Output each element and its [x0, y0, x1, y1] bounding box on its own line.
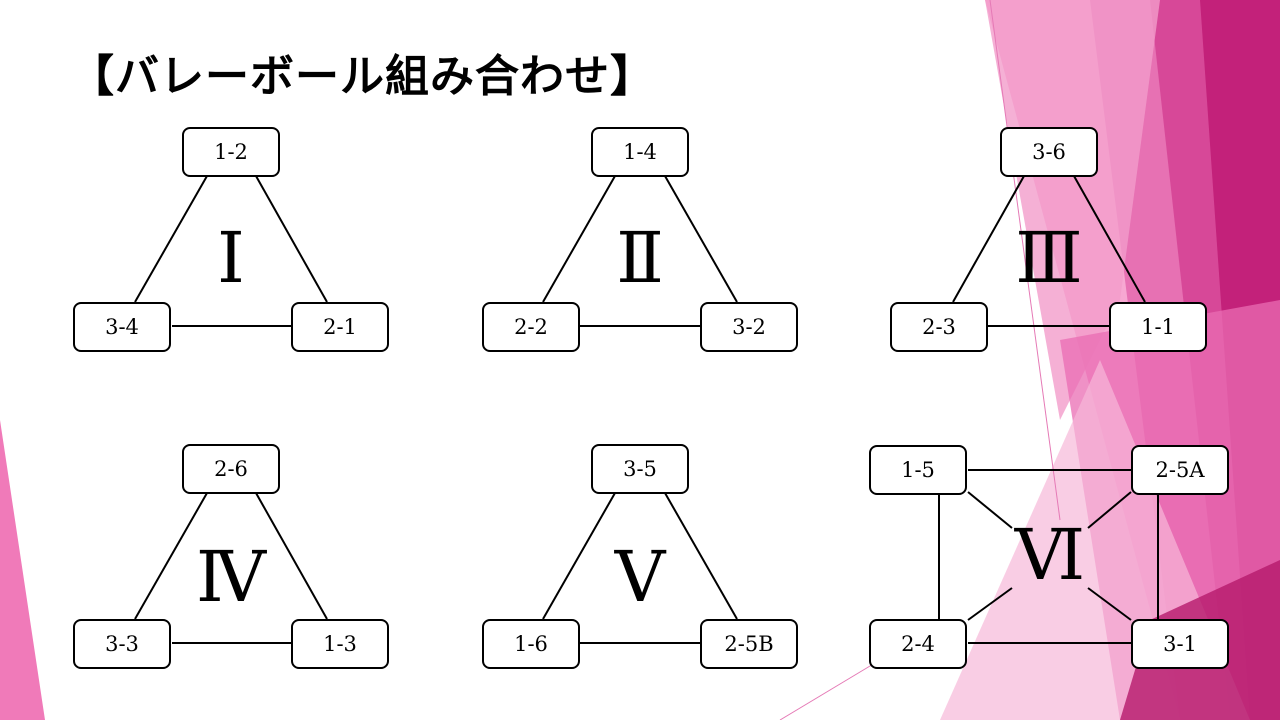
- team-node-left: 2-3: [890, 302, 988, 352]
- team-node-left: 1-6: [482, 619, 580, 669]
- group-2-numeral: Ⅱ: [616, 217, 664, 299]
- group-6-numeral: Ⅵ: [1014, 514, 1086, 596]
- team-node-left: 2-2: [482, 302, 580, 352]
- team-node-top: 1-2: [182, 127, 280, 177]
- team-node-right: 1-1: [1109, 302, 1207, 352]
- group-3-numeral: Ⅲ: [1015, 217, 1083, 299]
- team-node-top: 3-6: [1000, 127, 1098, 177]
- team-node-top-left: 1-5: [869, 445, 967, 495]
- team-node-right: 3-2: [700, 302, 798, 352]
- team-node-top: 1-4: [591, 127, 689, 177]
- team-node-top: 3-5: [591, 444, 689, 494]
- team-node-left: 3-4: [73, 302, 171, 352]
- page-title: 【バレーボール組み合わせ】: [70, 51, 655, 102]
- group-1-numeral: Ⅰ: [217, 217, 245, 299]
- team-node-right: 2-1: [291, 302, 389, 352]
- team-node-top-right: 2-5A: [1131, 445, 1229, 495]
- team-node-bottom-left: 2-4: [869, 619, 967, 669]
- team-node-bottom-right: 3-1: [1131, 619, 1229, 669]
- group-5-numeral: Ⅴ: [614, 536, 666, 618]
- group-4-numeral: Ⅳ: [196, 536, 266, 618]
- team-node-top: 2-6: [182, 444, 280, 494]
- team-node-right: 2-5B: [700, 619, 798, 669]
- team-node-right: 1-3: [291, 619, 389, 669]
- team-node-left: 3-3: [73, 619, 171, 669]
